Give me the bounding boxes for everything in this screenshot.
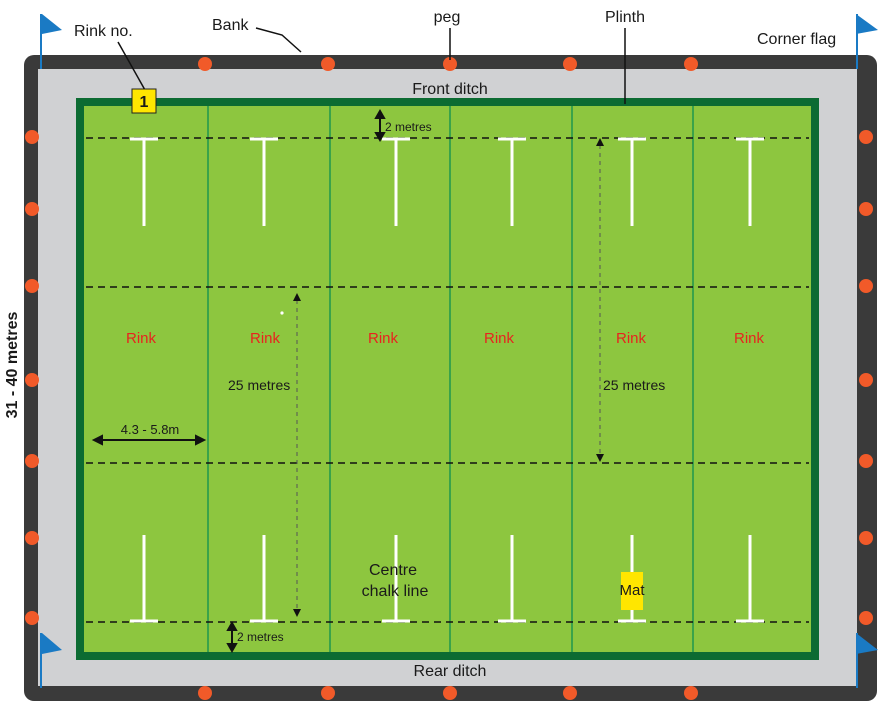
length-right-label: 25 metres: [603, 377, 665, 393]
rink-label: Rink: [368, 330, 399, 347]
peg: [25, 279, 39, 293]
length-left-label: 25 metres: [228, 377, 290, 393]
mat: [621, 572, 643, 610]
corner-flag-icon: [856, 633, 878, 688]
mat-label: Mat: [619, 582, 645, 599]
peg: [443, 57, 457, 71]
centre-chalk-line-label-1: Centre: [369, 562, 417, 579]
peg: [859, 611, 873, 625]
plinth-label: Plinth: [605, 9, 645, 26]
dashed-lines: [86, 137, 809, 623]
rink-no-label: Rink no.: [74, 23, 133, 40]
rink-label: Rink: [616, 330, 647, 347]
centre-chalk-lines-top: [142, 140, 752, 226]
peg: [684, 57, 698, 71]
peg: [859, 373, 873, 387]
peg: [859, 454, 873, 468]
rink-number: 1: [140, 94, 149, 111]
rink-width-arrow: [91, 434, 207, 446]
two-metres-top-label: 2 metres: [385, 120, 432, 134]
peg: [684, 686, 698, 700]
rear-ditch-label: Rear ditch: [414, 663, 487, 680]
length-arrow-left: [293, 293, 301, 617]
peg: [25, 454, 39, 468]
peg: [25, 373, 39, 387]
peg: [198, 57, 212, 71]
corner-flags: [40, 14, 878, 688]
peg: [25, 130, 39, 144]
peg: [198, 686, 212, 700]
peg: [859, 130, 873, 144]
peg: [859, 531, 873, 545]
jack-dot: [280, 311, 284, 315]
peg: [859, 279, 873, 293]
rink-label: Rink: [734, 330, 765, 347]
bank-leader: [255, 27, 302, 53]
rink-no-leader: [117, 41, 146, 91]
corner-flag-icon: [40, 14, 62, 69]
corner-flag-icon: [856, 14, 878, 69]
corner-flag-label: Corner flag: [757, 31, 836, 48]
peg: [321, 686, 335, 700]
green-surface: [84, 106, 811, 652]
peg: [25, 202, 39, 216]
two-metres-bottom-arrow: [226, 620, 238, 654]
pegs: [25, 57, 873, 700]
rink-dividers: [207, 106, 694, 652]
peg-label: peg: [434, 9, 461, 26]
rink-label: Rink: [126, 330, 157, 347]
peg: [443, 686, 457, 700]
peg: [563, 686, 577, 700]
two-metres-bottom-label: 2 metres: [237, 630, 284, 644]
rink-number-box: [131, 88, 157, 114]
rink-label: Rink: [484, 330, 515, 347]
two-metres-top-arrow: [374, 108, 386, 143]
corner-flag-icon: [40, 633, 62, 688]
peg: [859, 202, 873, 216]
peg: [25, 531, 39, 545]
rink-width-label: 4.3 - 5.8m: [121, 422, 180, 437]
rink-label: Rink: [250, 330, 281, 347]
peg: [321, 57, 335, 71]
front-ditch-label: Front ditch: [412, 81, 488, 98]
peg: [563, 57, 577, 71]
centre-chalk-line-label-2: chalk line: [362, 583, 429, 600]
peg: [25, 611, 39, 625]
bank-label: Bank: [212, 17, 249, 34]
length-arrow-right: [596, 138, 604, 462]
green-width-label: 31 - 40 metres: [4, 312, 21, 419]
